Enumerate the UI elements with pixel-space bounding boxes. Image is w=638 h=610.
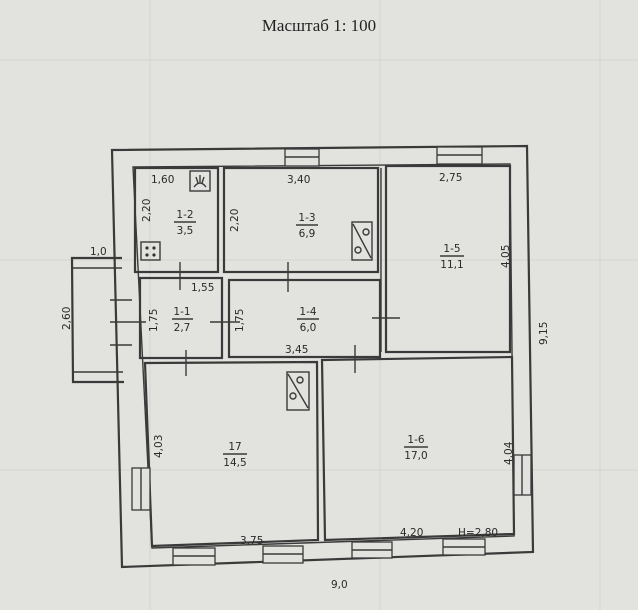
dimension: 2,60 bbox=[61, 307, 73, 330]
room-id: 1-6 bbox=[407, 434, 424, 446]
room-id: 1-5 bbox=[443, 243, 460, 255]
ceiling-height: H=2,80 bbox=[458, 527, 498, 539]
room-id: 17 bbox=[228, 441, 241, 453]
room-area: 17,0 bbox=[404, 450, 427, 462]
porch bbox=[70, 256, 132, 384]
room-id: 1-4 bbox=[299, 306, 316, 318]
room-area: 6,0 bbox=[300, 322, 317, 334]
room-1-2 bbox=[133, 166, 220, 274]
dimension: 4,20 bbox=[400, 527, 423, 539]
dimension: 1,55 bbox=[191, 282, 214, 294]
room-area: 14,5 bbox=[223, 457, 246, 469]
room-labels: 1-2 3,5 1-3 6,9 1-5 11,1 1-1 2,7 1-4 6,0… bbox=[172, 209, 464, 469]
inner-wall-outline bbox=[132, 163, 515, 549]
room-1-3 bbox=[222, 166, 380, 274]
dimension: 1,75 bbox=[148, 309, 160, 332]
boiler-icon-2 bbox=[286, 371, 310, 411]
dimension: 3,40 bbox=[287, 174, 310, 186]
room-1-5 bbox=[384, 164, 512, 354]
room-1-1 bbox=[138, 276, 224, 360]
dimension: 4,05 bbox=[500, 245, 512, 268]
dimension: 1,60 bbox=[151, 174, 174, 186]
dimension: 1,0 bbox=[90, 246, 107, 258]
room-id: 1-2 bbox=[176, 209, 193, 221]
dimension: 4,03 bbox=[153, 435, 165, 458]
boiler-icon-1 bbox=[351, 221, 373, 261]
sink-icon bbox=[189, 170, 211, 192]
dimension: 9,0 bbox=[331, 579, 348, 591]
dimension: 3,75 bbox=[240, 535, 263, 547]
scale-title: Масштаб 1: 100 bbox=[261, 16, 377, 35]
room-area: 11,1 bbox=[440, 259, 463, 271]
dimension-labels: 1,60 2,20 3,40 2,20 2,75 4,05 1,55 1,75 … bbox=[61, 172, 550, 591]
room-1-6 bbox=[320, 355, 516, 542]
dimension: 1,75 bbox=[234, 309, 246, 332]
windows bbox=[131, 146, 532, 566]
dimension: 2,20 bbox=[141, 199, 153, 222]
dimension: 2,20 bbox=[229, 209, 241, 232]
dimension: 4,04 bbox=[503, 441, 515, 465]
room-id: 1-3 bbox=[298, 212, 315, 224]
dimension: 2,75 bbox=[439, 172, 462, 184]
room-area: 2,7 bbox=[174, 322, 191, 334]
room-id: 1-1 bbox=[173, 306, 190, 318]
stove-icon bbox=[140, 241, 161, 261]
room-area: 3,5 bbox=[177, 225, 194, 237]
door-marks bbox=[110, 262, 400, 376]
dimension: 9,15 bbox=[538, 322, 550, 345]
outer-wall bbox=[110, 144, 535, 569]
room-area: 6,9 bbox=[299, 228, 316, 240]
dimension: 3,45 bbox=[285, 344, 308, 356]
